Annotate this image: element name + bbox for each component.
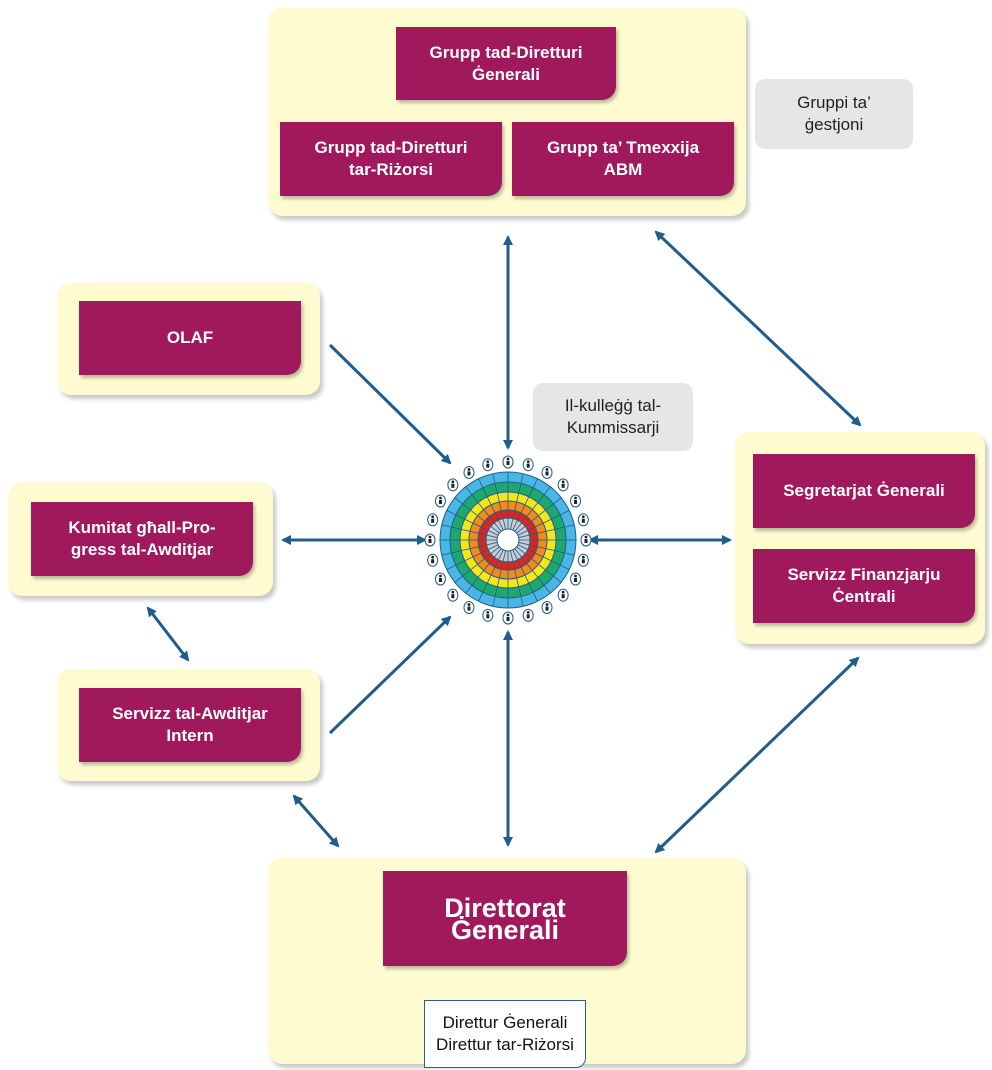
commissioner-icon xyxy=(482,608,494,622)
commissioner-icon xyxy=(557,478,569,492)
abm-group-label: Grupp ta’ Tmexxija ABM xyxy=(546,138,700,179)
commissioner-icon xyxy=(463,601,475,615)
commissioner-icon xyxy=(522,608,534,622)
commissioner-icon xyxy=(577,513,589,527)
commissioner-icon xyxy=(570,494,582,508)
secretariat-label: Segretarjat Ġenerali xyxy=(783,481,945,500)
commissioner-icon xyxy=(424,533,436,547)
college-wheel-icon xyxy=(424,455,592,625)
commissioner-icon xyxy=(434,494,446,508)
commissioner-icon xyxy=(577,553,589,567)
resource-directors-group-label: Grupp tad-Diretturi tar-Riżorsi xyxy=(314,138,468,179)
financial-service-box: Servizz Finanzjarju Ċentrali xyxy=(753,549,975,623)
olaf-box: OLAF xyxy=(79,301,301,375)
commissioner-icon xyxy=(541,465,553,479)
dg-group-label: Grupp tad-Diretturi Ġenerali xyxy=(429,42,583,84)
internal-audit-label: Servizz tal-Awditjar Intern xyxy=(112,704,268,745)
commissioner-icon xyxy=(541,601,553,615)
commissioner-icon xyxy=(427,553,439,567)
commissioner-icon xyxy=(522,458,534,472)
resource-directors-group-box: Grupp tad-Diretturi tar-Riżorsi xyxy=(280,122,502,196)
commissioner-icon xyxy=(434,572,446,586)
internal-audit-box: Servizz tal-Awditjar Intern xyxy=(79,688,301,762)
management-group-label: Gruppi ta’ ġestjoni xyxy=(755,79,913,149)
dg-group-box: Grupp tad-Diretturi Ġenerali xyxy=(396,27,616,100)
commissioner-icon xyxy=(502,611,514,625)
audit-committee-box: Kumitat għall-Pro- gress tal-Awditjar xyxy=(31,502,253,576)
arrow-olaf-college xyxy=(328,343,452,465)
commissioner-icon xyxy=(427,513,439,527)
directorate-officials-label: Direttur Ġenerali Direttur tar-Riżorsi xyxy=(436,1013,574,1054)
commissioner-icon xyxy=(570,572,582,586)
commissioner-icon xyxy=(447,478,459,492)
audit-committee-label: Kumitat għall-Pro- gress tal-Awditjar xyxy=(68,518,216,559)
commissioner-icon xyxy=(502,455,514,469)
directorate-general-title: Direttorat Ġenerali xyxy=(444,892,566,945)
abm-group-box: Grupp ta’ Tmexxija ABM xyxy=(512,122,734,196)
commissioner-icon xyxy=(580,533,592,547)
arrow-management-central xyxy=(654,230,862,427)
directorate-general-box: Direttorat Ġenerali xyxy=(383,871,627,966)
commissioner-icon xyxy=(557,588,569,602)
commissioner-icon xyxy=(447,588,459,602)
directorate-officials-box: Direttur Ġenerali Direttur tar-Riżorsi xyxy=(424,1000,586,1068)
arrow-internal-audit-directorate xyxy=(292,794,340,848)
commissioner-icon xyxy=(482,458,494,472)
arrow-central-directorate xyxy=(654,656,860,854)
secretariat-box: Segretarjat Ġenerali xyxy=(753,454,975,528)
arrow-committee-internal-audit xyxy=(146,606,190,662)
financial-service-label: Servizz Finanzjarju Ċentrali xyxy=(787,565,941,606)
arrow-internal-audit-college xyxy=(328,615,452,735)
olaf-label: OLAF xyxy=(166,328,214,347)
commissioner-icon xyxy=(463,465,475,479)
